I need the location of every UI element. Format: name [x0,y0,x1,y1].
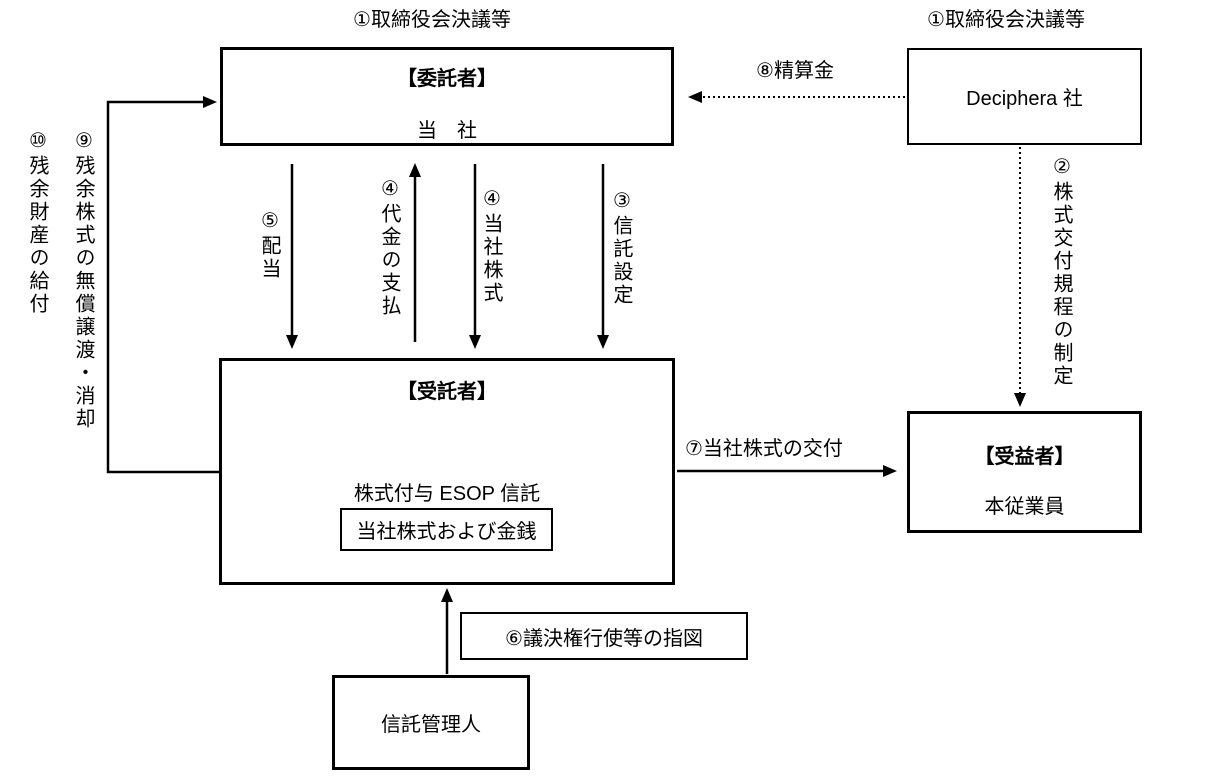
flow-2-rules-label: ②株式交付規程の制定 [1050,154,1072,388]
flow-4-payment-label: ④代金の支払 [378,176,400,318]
flow-6-instruction-label: ⑥議決権行使等の指図 [505,627,703,650]
trust-assets-label: 当社株式および金銭 [356,521,537,543]
flow-10-residual-assets-label: ⑩残余財産の給付 [26,128,48,316]
flow-9-residual-shares-label: ⑨残余株式の無償譲渡・消却 [72,128,94,431]
flow-5-dividend-label: ⑤配当 [258,208,280,281]
board-resolution-label-right: ①取締役会決議等 [927,9,1085,31]
flow-7-delivery-label: ⑦当社株式の交付 [685,438,843,460]
board-resolution-label-left: ①取締役会決議等 [353,9,511,31]
trustee-name: 株式付与 ESOP 信託 [353,483,541,505]
trust-admin-box: 信託管理人 [332,675,530,770]
flow-9-10-residual-arrow [106,96,219,474]
beneficiary-box: 【受益者】 本従業員 [907,411,1142,533]
trust-admin-name: 信託管理人 [381,714,481,736]
trust-assets-box: 当社株式および金銭 [340,508,553,551]
beneficiary-title: 【受益者】 [974,446,1075,468]
trustee-title: 【受託者】 [397,381,497,403]
flow-3-trust-setup-label: ③信託設定 [610,188,632,307]
flow-6-instruction-label-box: ⑥議決権行使等の指図 [460,612,748,660]
deciphera-name: Deciphera 社 [966,88,1083,110]
deciphera-box: Deciphera 社 [907,48,1142,145]
trustee-box: 【受託者】 株式付与 ESOP 信託 当社株式および金銭 [219,358,675,585]
settlor-box: 【委託者】 当 社 [220,47,674,146]
beneficiary-name: 本従業員 [984,496,1065,518]
settlor-title: 【委託者】 [397,68,497,90]
flow-8-settlement-label: ⑧精算金 [756,60,834,82]
settlor-name: 当 社 [417,120,477,142]
flow-4-shares-label: ④当社株式 [480,186,502,305]
